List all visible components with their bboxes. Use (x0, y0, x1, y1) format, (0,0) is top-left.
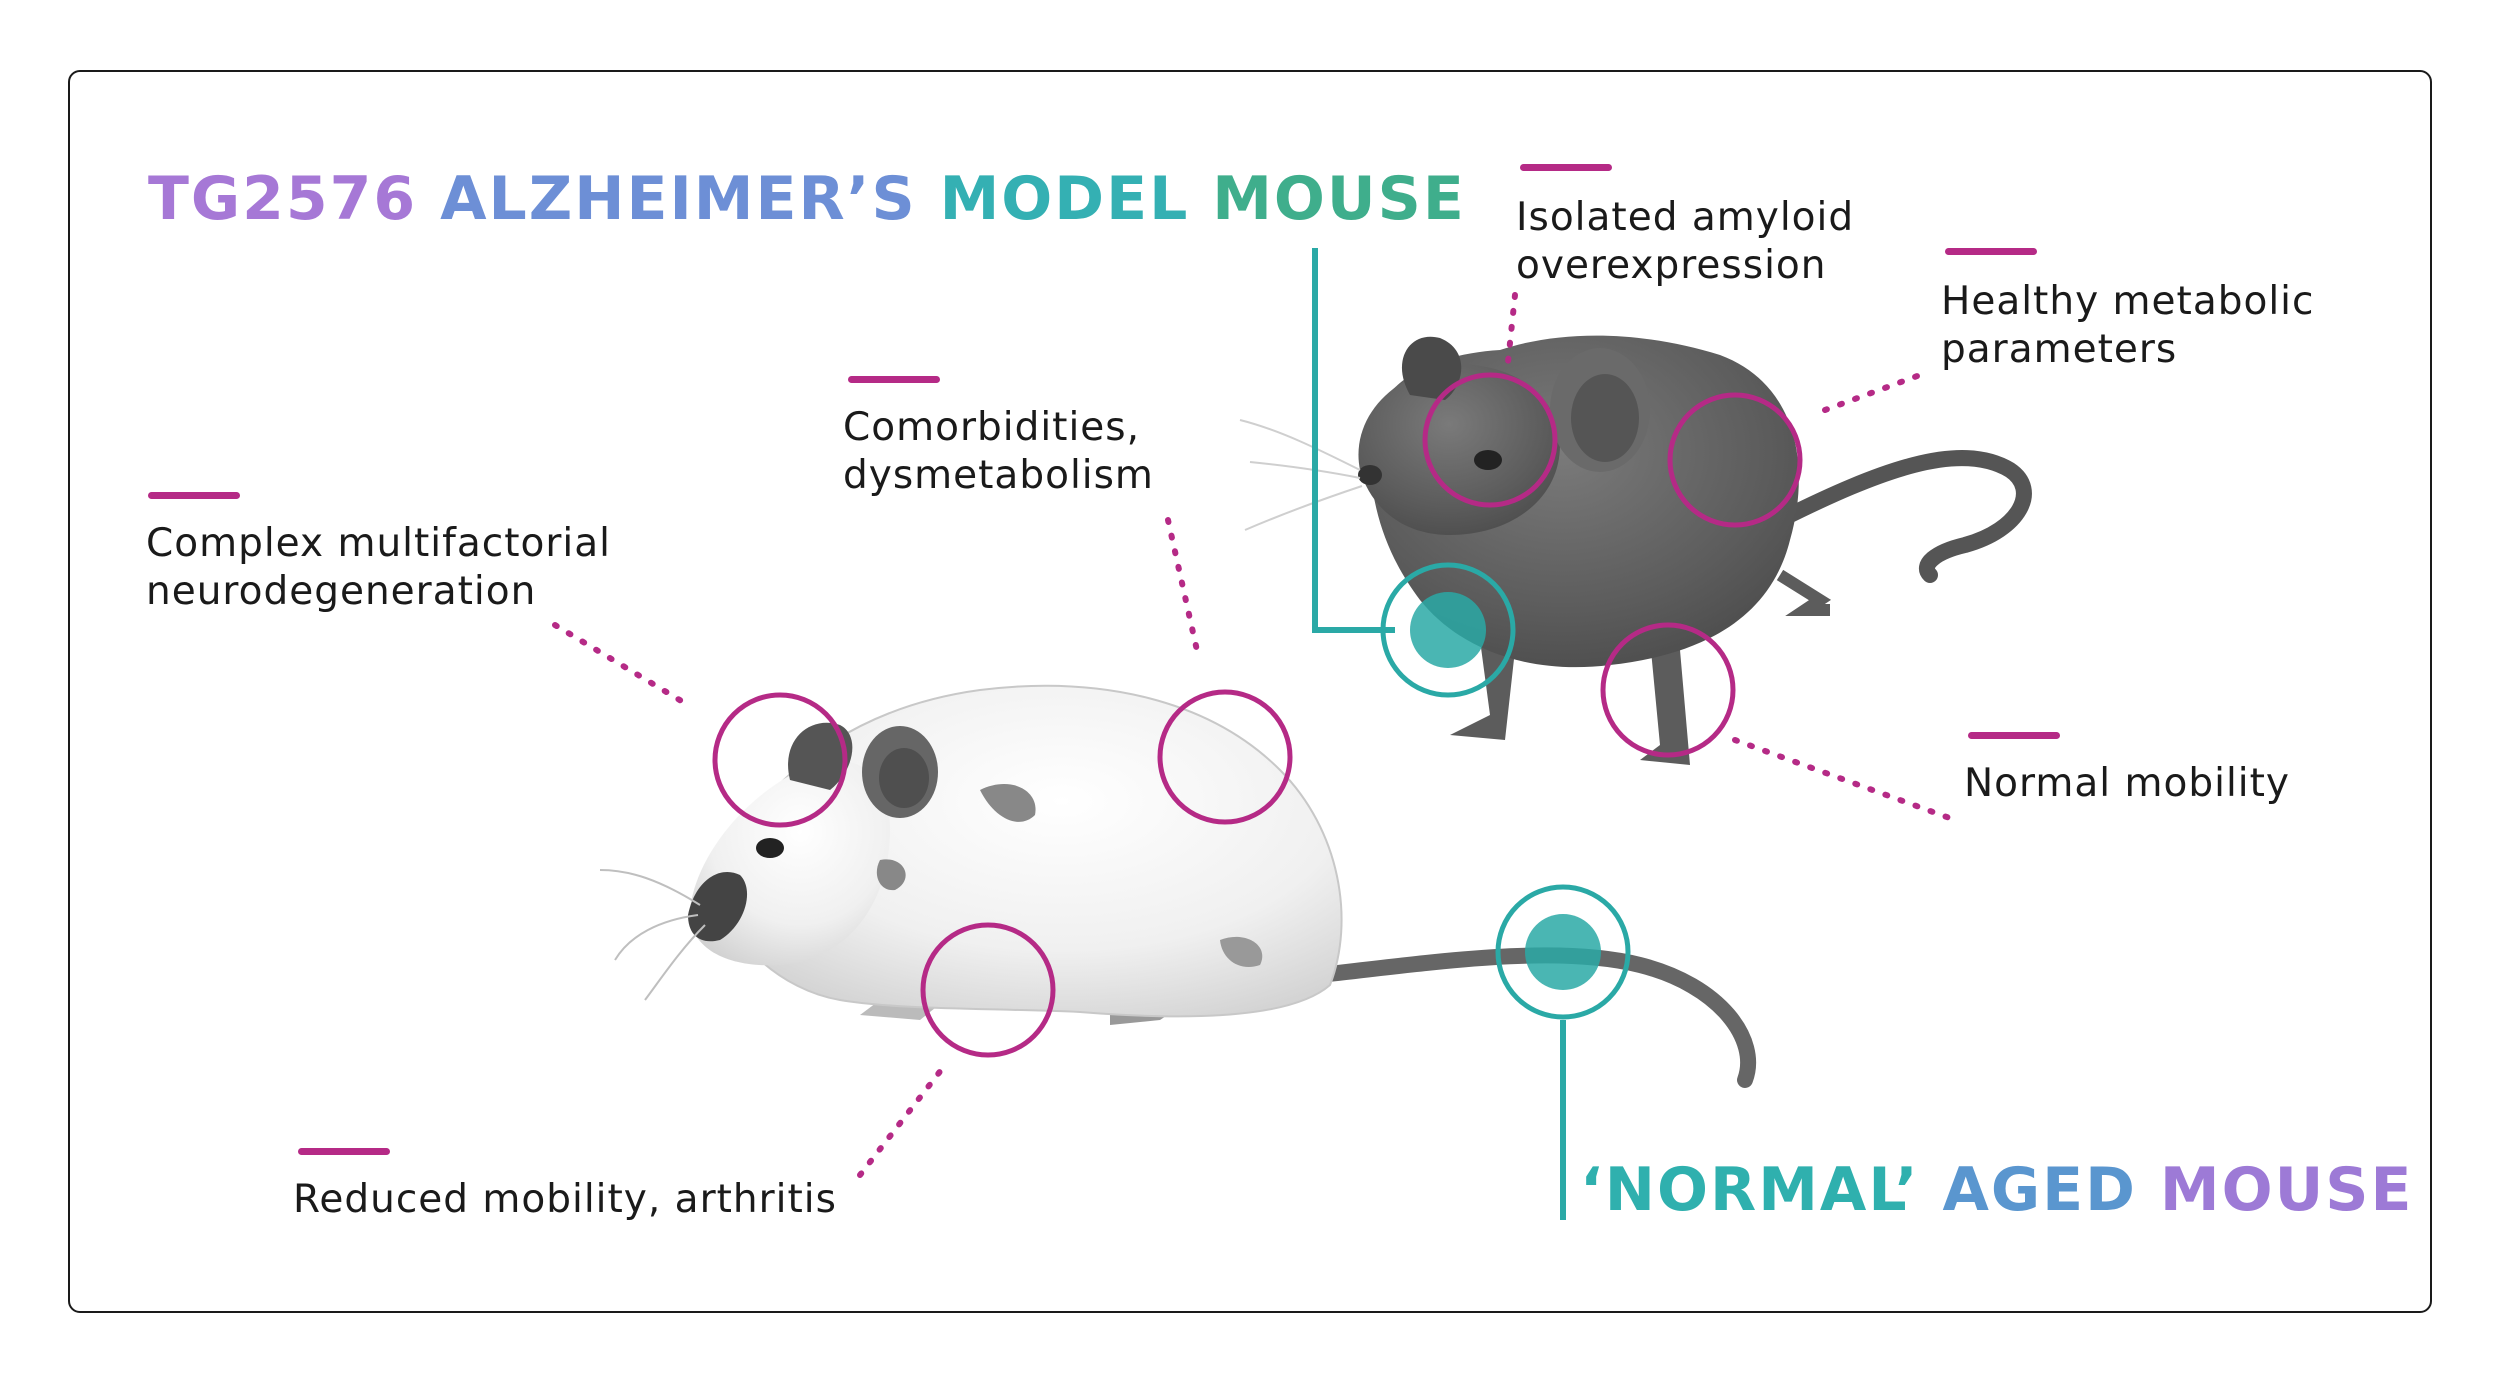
label-complex-line-1: Complex multifactorial (146, 521, 611, 566)
label-amyloid-overexpression: Isolated amyloid overexpression (1516, 194, 1854, 290)
label-normal-mobility: Normal mobility (1964, 760, 2290, 808)
leader-comorbid (1165, 517, 1201, 658)
label-complex-line-2: neurodegeneration (146, 569, 537, 614)
title-aged-word-1: ‘NORMAL’ (1580, 1155, 1920, 1225)
leader-amyloid (1505, 292, 1518, 365)
leader-metabolic (1822, 372, 1923, 413)
dash-metabolic (1945, 248, 2037, 255)
label-amyloid-line-1: Isolated amyloid (1516, 195, 1855, 240)
label-amyloid-line-2: overexpression (1516, 243, 1827, 288)
label-comorbid-line-2: dysmetabolism (843, 453, 1154, 498)
title-model-word-2: ALZHEIMER’S (440, 164, 917, 234)
callout-circle-amyloid (1422, 372, 1558, 508)
title-aged-word-2: AGED (1942, 1155, 2137, 1225)
teal-connector-model (1312, 248, 1516, 698)
callout-circle-mobility (1600, 622, 1736, 758)
title-model-mouse: TG2576 ALZHEIMER’S MODEL MOUSE (148, 164, 1466, 234)
dark-transgenic-mouse-illustration (1239, 335, 2032, 765)
callout-circle-metabolic (1667, 392, 1803, 528)
label-comorbidities: Comorbidities, dysmetabolism (843, 404, 1154, 500)
label-metabolic-line-2: parameters (1941, 327, 2178, 372)
dash-mobility (1968, 732, 2060, 739)
title-model-word-3: MODEL (939, 164, 1190, 234)
callout-circle-complex (712, 692, 848, 828)
label-reduced-mobility: Reduced mobility, arthritis (293, 1176, 837, 1224)
label-complex-neurodegeneration: Complex multifactorial neurodegeneration (146, 520, 611, 616)
title-aged-word-3: MOUSE (2159, 1155, 2414, 1225)
dash-comorbid (848, 376, 940, 383)
title-model-word-1: TG2576 (148, 164, 418, 234)
leader-mobility (1732, 737, 1958, 823)
label-healthy-metabolic: Healthy metabolic parameters (1941, 278, 2314, 374)
title-aged-mouse: ‘NORMAL’ AGED MOUSE (1580, 1155, 2414, 1225)
label-metabolic-line-1: Healthy metabolic (1941, 279, 2315, 324)
title-model-word-4: MOUSE (1212, 164, 1466, 234)
teal-connector-aged (1495, 884, 1631, 1220)
label-reduced-line-1: Reduced mobility, arthritis (293, 1177, 837, 1222)
leader-complex (552, 622, 691, 708)
dash-amyloid (1520, 164, 1612, 171)
dash-reduced (298, 1148, 390, 1155)
white-aged-mouse-illustration (599, 684, 1757, 1088)
label-mobility-line-1: Normal mobility (1964, 761, 2290, 806)
callout-circle-reduced (920, 922, 1056, 1058)
leader-reduced (857, 1062, 948, 1178)
label-comorbid-line-1: Comorbidities, (843, 405, 1140, 450)
dash-complex (148, 492, 240, 499)
diagram-frame (68, 70, 2432, 1313)
callout-circle-comorbid (1157, 689, 1293, 825)
